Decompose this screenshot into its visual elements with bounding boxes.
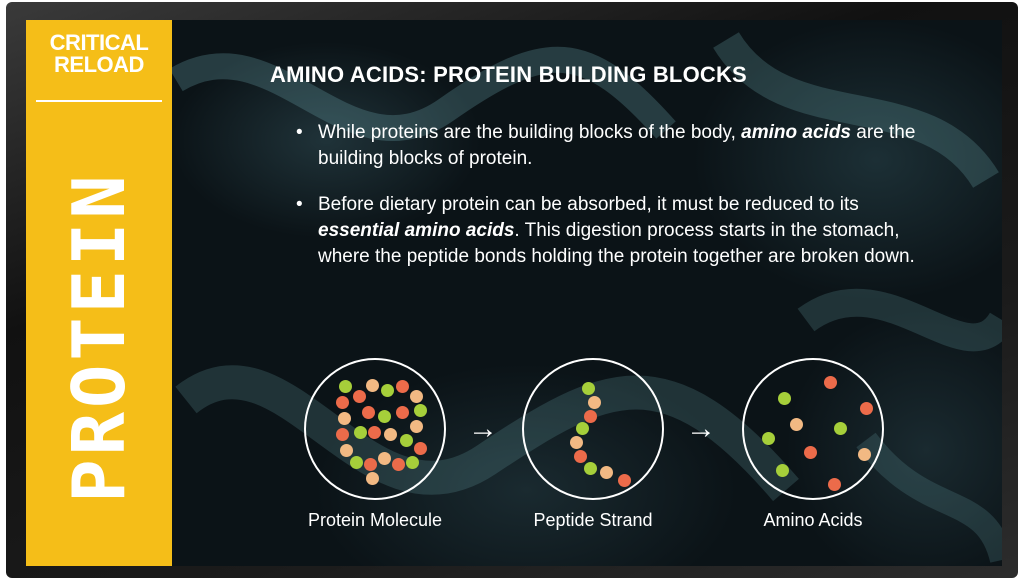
amino-acid-dot [588,396,601,409]
amino-acid-dot [858,448,871,461]
amino-acid-dot [366,379,379,392]
sidebar: CRITICAL RELOAD PROTEIN [26,20,172,566]
amino-acid-dot [414,442,427,455]
bullet-item: While proteins are the building blocks o… [294,120,934,172]
protein-molecule-icon [304,358,446,500]
amino-acid-dot [336,428,349,441]
amino-acid-dot [582,382,595,395]
amino-acid-dot [584,410,597,423]
bullet-text: are the building blocks of protein. [318,122,916,169]
amino-acid-dot [570,436,583,449]
stage-caption: Amino Acids [763,510,863,530]
amino-acid-dot [384,428,397,441]
amino-acid-dot [824,376,837,389]
arrow-right-icon: → [686,412,716,445]
amino-acid-dot [396,406,409,419]
bullet-item: Before dietary protein can be absorbed, … [294,192,934,270]
stage-caption: Protein Molecule [307,510,443,530]
critical-reload-logo: CRITICAL RELOAD [34,32,164,76]
amino-acid-dot [410,420,423,433]
amino-acid-dot [362,406,375,419]
dna-strands-illustration [169,31,1002,564]
sidebar-vertical-label: PROTEIN [57,171,141,503]
amino-acid-dot [584,462,597,475]
amino-acid-dot [339,380,352,393]
amino-acid-dot [392,458,405,471]
amino-acid-dot [804,446,817,459]
peptide-strand-icon [522,358,664,500]
amino-acid-dot [406,456,419,469]
amino-acid-dot [368,426,381,439]
amino-acid-dot [338,412,351,425]
bullet-text: Before dietary protein can be absorbed, … [318,194,859,215]
bullet-text: While proteins are the building blocks o… [318,122,742,143]
amino-acid-dot [378,452,391,465]
bullet-emphasis: amino acids [741,122,851,143]
dna-background [26,20,1002,566]
amino-acid-dot [396,380,409,393]
amino-acid-dot [410,390,423,403]
amino-acid-dot [778,392,791,405]
tv-frame: CRITICAL RELOAD PROTEIN AMINO ACIDS: PRO… [6,2,1018,578]
amino-acid-dot [340,444,353,457]
bullet-emphasis: essential amino acids [318,220,515,241]
amino-acid-dot [776,464,789,477]
stage-caption: Peptide Strand [533,510,653,530]
amino-acid-dot [790,418,803,431]
amino-acid-dot [354,426,367,439]
amino-acid-dot [366,472,379,485]
slide-screen: CRITICAL RELOAD PROTEIN AMINO ACIDS: PRO… [26,20,1002,566]
amino-acid-dot [364,458,377,471]
logo-divider [36,100,162,102]
amino-acid-dot [600,466,613,479]
amino-acid-dot [353,390,366,403]
amino-acid-dot [576,422,589,435]
amino-acids-icon [742,358,884,500]
amino-acid-dot [350,456,363,469]
amino-acid-dot [336,396,349,409]
bullet-text: . This digestion process starts in the s… [318,220,915,267]
amino-acid-dot [400,434,413,447]
amino-acid-dot [414,404,427,417]
amino-acid-dot [618,474,631,487]
amino-acid-dot [834,422,847,435]
arrow-right-icon: → [468,412,498,445]
amino-acid-dot [381,384,394,397]
amino-acid-dot [828,478,841,491]
bullet-list: While proteins are the building blocks o… [294,120,934,290]
amino-acid-dot [860,402,873,415]
slide-title: AMINO ACIDS: PROTEIN BUILDING BLOCKS [270,62,747,87]
amino-acid-dot [762,432,775,445]
logo-line-1: CRITICAL [49,30,149,55]
amino-acid-dot [378,410,391,423]
logo-line-2: RELOAD [54,52,144,77]
amino-acid-dot [574,450,587,463]
